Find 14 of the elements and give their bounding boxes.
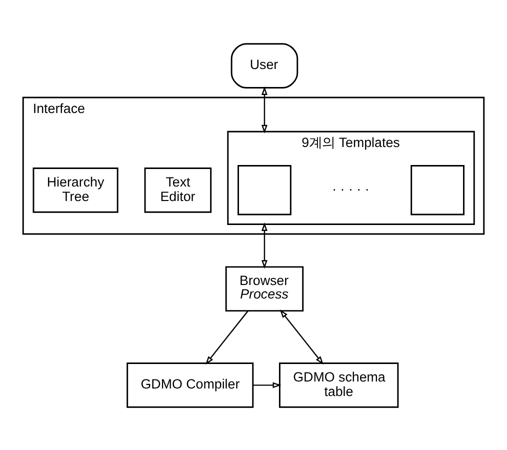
arrow: [205, 310, 248, 364]
label: · · · · ·: [332, 181, 370, 196]
arrow: [261, 222, 268, 268]
arrow: [280, 308, 324, 364]
node-box: Text Editor: [144, 166, 212, 212]
node-box: GDMO Compiler: [126, 362, 254, 408]
node-box: Browser Process: [225, 266, 304, 312]
node-box: Hierarchy Tree: [32, 166, 118, 212]
arrow: [253, 382, 282, 388]
node-box: User: [230, 42, 298, 88]
arrow: [261, 86, 268, 133]
node-box: [238, 164, 292, 215]
node-box: GDMO schema table: [278, 362, 399, 408]
node-box: [410, 164, 464, 215]
